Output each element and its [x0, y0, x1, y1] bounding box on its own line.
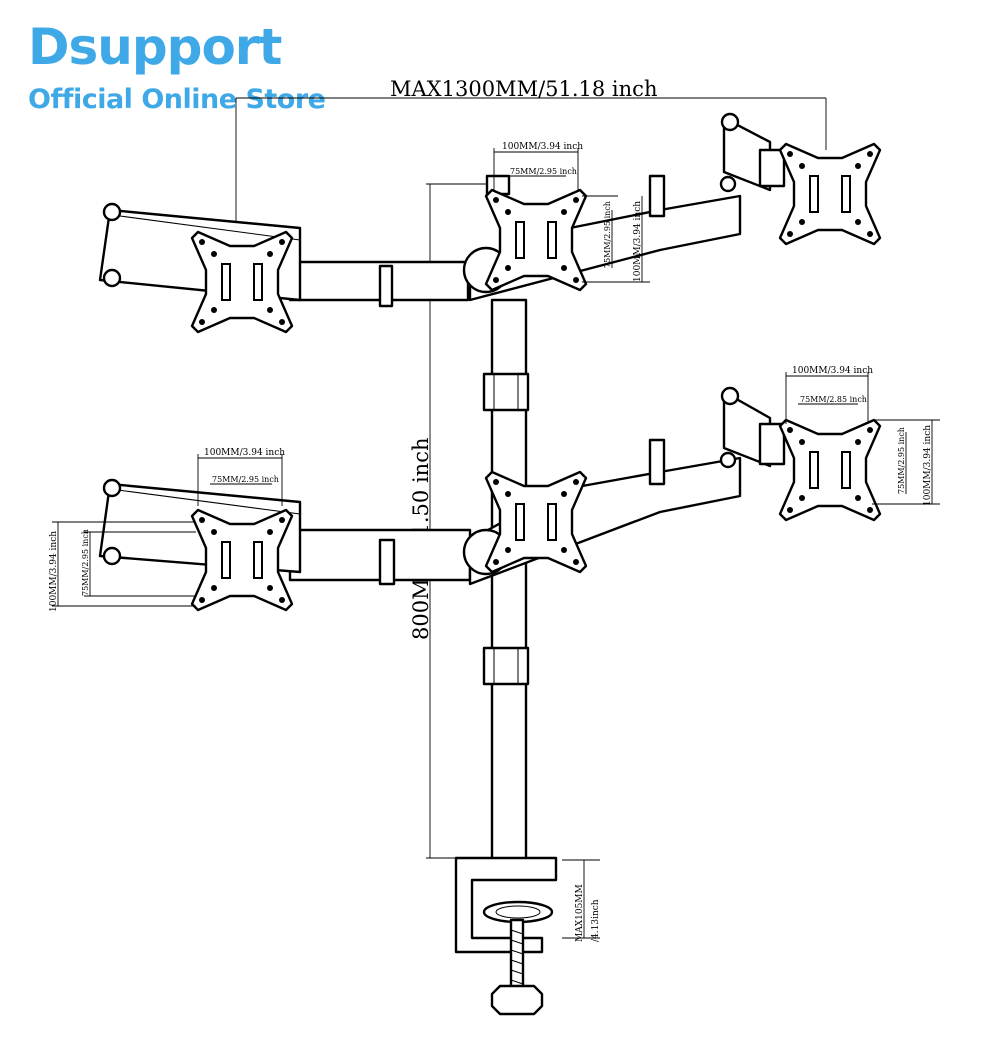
vesa-75-label: 75MM/2.95 inch: [510, 167, 577, 176]
vesa-100-vertical-label: 100MM/3.94 inch: [633, 201, 643, 282]
vesa-plate-lower-right: [778, 418, 882, 522]
vesa-75-label-lr: 75MM/2.85 inch: [800, 395, 867, 404]
vesa-100-label-ll: 100MM/3.94 inch: [204, 448, 285, 458]
clamp-max-label: MAX105MM: [575, 884, 585, 942]
vesa-dimensions-top-center: 100MM/3.94 inch 75MM/2.95 inch 75MM/2.95…: [493, 142, 650, 283]
vesa-75-vertical-label-ll: 75MM/2.95 inch: [81, 529, 90, 596]
vesa-plate-upper-right: [778, 142, 882, 246]
vesa-100-vertical-label-lr: 100MM/3.94 inch: [923, 425, 933, 506]
brand-title: Dsupport: [28, 18, 282, 76]
vesa-dimensions-lower-left: 100MM/3.94 inch 75MM/2.95 inch 100MM/3.9…: [49, 448, 285, 612]
brand-tagline: Official Online Store: [28, 84, 326, 115]
vesa-100-label: 100MM/3.94 inch: [502, 142, 583, 152]
vesa-plate-upper-left: [190, 230, 294, 334]
desk-clamp: MAX105MM /4.13inch: [454, 856, 601, 1016]
vesa-plate-lower-center: [484, 470, 588, 574]
vesa-100-label-lr: 100MM/3.94 inch: [792, 366, 873, 376]
vesa-75-label-ll: 75MM/2.95 inch: [212, 475, 279, 484]
vesa-plate-lower-left: [190, 508, 294, 612]
clamp-max-inch-label: /4.13inch: [591, 899, 601, 942]
vesa-75-vertical-label: 75MM/2.95 inch: [603, 201, 612, 268]
vesa-plate-upper-center: [484, 188, 588, 292]
vesa-75-vertical-label-lr: 75MM/2.95 inch: [897, 427, 906, 494]
pole: [482, 174, 530, 870]
vesa-dimensions-lower-right: 100MM/3.94 inch 75MM/2.85 inch 75MM/2.95…: [785, 366, 940, 506]
max-width-dimension: MAX1300MM/51.18 inch: [235, 77, 827, 232]
max-width-label: MAX1300MM/51.18 inch: [390, 77, 657, 101]
vesa-100-vertical-label-ll: 100MM/3.94 inch: [49, 531, 59, 612]
vesa-plates: [190, 142, 882, 612]
